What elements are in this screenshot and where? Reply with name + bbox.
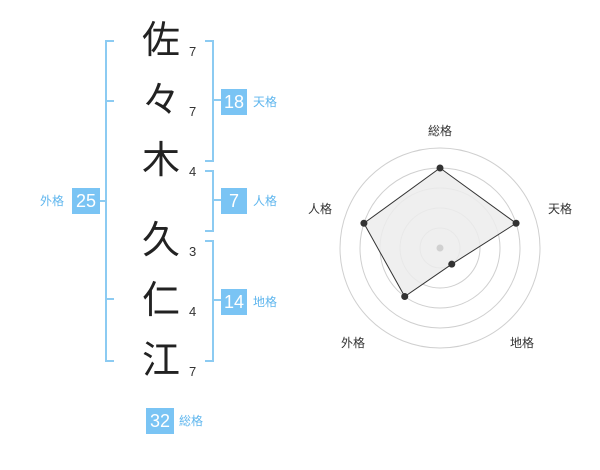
bracket-tick bbox=[97, 200, 106, 202]
radar-axis-label-jinkaku: 人格 bbox=[308, 202, 333, 216]
gaikaku-bracket bbox=[105, 40, 114, 362]
stroke-count-4: 3 bbox=[189, 244, 197, 259]
tenkaku-label: 天格 bbox=[253, 95, 278, 109]
chikaku-value: 14 bbox=[221, 289, 247, 315]
stroke-count-6: 7 bbox=[189, 364, 197, 379]
name-character-1: 佐 bbox=[141, 18, 180, 62]
soukaku-label: 総格 bbox=[179, 414, 204, 428]
stroke-count-3: 4 bbox=[189, 164, 197, 179]
radar-axis-label-gaikaku: 外格 bbox=[341, 336, 366, 350]
radar-axis-label-chikaku: 地格 bbox=[510, 336, 535, 350]
radar-axis-label-tenkaku: 天格 bbox=[548, 202, 573, 216]
radar-axis-label-soukaku: 総格 bbox=[428, 124, 453, 138]
bracket-tick bbox=[105, 298, 114, 300]
radar-point-3 bbox=[401, 293, 409, 301]
gaikaku-value: 25 bbox=[72, 188, 100, 214]
gaikaku-label: 外格 bbox=[40, 194, 65, 208]
tenkaku-bracket bbox=[205, 40, 214, 162]
jinkaku-bracket bbox=[205, 170, 214, 232]
chikaku-bracket bbox=[205, 240, 214, 362]
jinkaku-label: 人格 bbox=[253, 194, 278, 208]
radar-point-0 bbox=[436, 164, 444, 172]
radar-grid-ring bbox=[339, 147, 541, 349]
radar-point-4 bbox=[360, 219, 368, 227]
name-character-2: 々 bbox=[141, 78, 180, 122]
stroke-count-5: 4 bbox=[189, 304, 197, 319]
soukaku-value: 32 bbox=[146, 408, 174, 434]
name-character-5: 仁 bbox=[141, 278, 180, 322]
radar-value-polygon bbox=[363, 167, 517, 298]
name-character-4: 久 bbox=[141, 218, 180, 262]
radar-point-2 bbox=[448, 260, 456, 268]
name-character-6: 江 bbox=[141, 338, 180, 382]
stroke-count-1: 7 bbox=[189, 44, 197, 59]
tenkaku-value: 18 bbox=[221, 89, 247, 115]
bracket-tick bbox=[212, 299, 221, 301]
radar-point-1 bbox=[512, 219, 520, 227]
name-character-3: 木 bbox=[141, 138, 180, 182]
bracket-tick bbox=[105, 100, 114, 102]
chikaku-label: 地格 bbox=[253, 295, 278, 309]
jinkaku-value: 7 bbox=[221, 188, 247, 214]
bracket-tick bbox=[212, 199, 221, 201]
radar-center-dot bbox=[436, 244, 444, 252]
stroke-count-2: 7 bbox=[189, 104, 197, 119]
bracket-tick bbox=[212, 99, 221, 101]
